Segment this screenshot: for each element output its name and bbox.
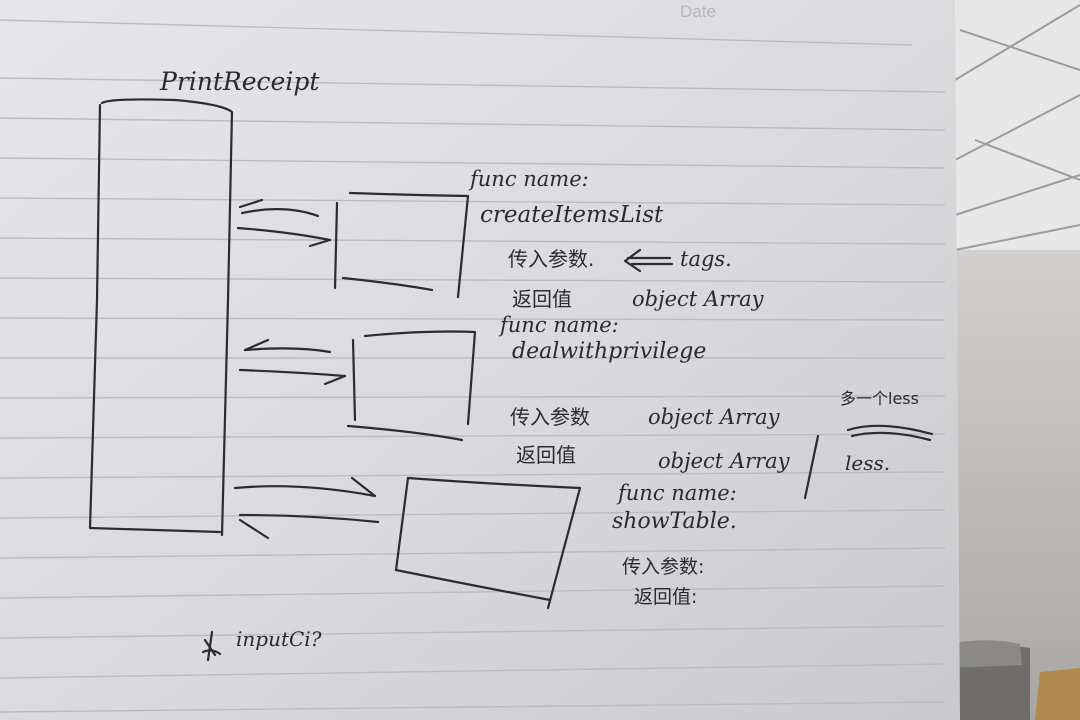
scribble-mark xyxy=(201,630,222,662)
func3-params-label: 传入参数: xyxy=(622,556,704,578)
func3-name-heading: func name: xyxy=(616,481,737,505)
function-2-notes: func name: dealwithprivilege 传入参数 object… xyxy=(498,313,934,500)
func2-side-note-top: 多一个less xyxy=(840,389,919,408)
print-receipt-label: PrintReceipt xyxy=(159,67,320,96)
func1-name: createItemsList xyxy=(480,202,664,228)
func1-return-value: object Array xyxy=(632,287,765,311)
function-box-2 xyxy=(238,330,477,442)
func2-params-label: 传入参数 xyxy=(510,405,590,429)
function-1-notes: func name: createItemsList 传入参数. tags. 返… xyxy=(468,167,765,311)
func2-side-note-bottom: less. xyxy=(845,451,890,475)
function-3-notes: func name: showTable. 传入参数: 返回值: xyxy=(612,481,737,608)
func2-return-label: 返回值 xyxy=(516,443,576,467)
ruled-lines xyxy=(0,19,946,713)
strikethrough-scribble xyxy=(846,424,934,442)
func2-return-value: object Array xyxy=(658,449,791,473)
func3-return-label: 返回值: xyxy=(634,586,697,608)
func2-name: dealwithprivilege xyxy=(512,339,706,364)
input-note: inputCi? xyxy=(201,627,322,662)
func1-params-value: tags. xyxy=(680,247,732,271)
func3-name: showTable. xyxy=(612,509,737,534)
func2-name-heading: func name: xyxy=(498,313,619,337)
func1-name-heading: func name: xyxy=(468,167,589,191)
function-box-3 xyxy=(233,476,582,610)
func2-params-value: object Array xyxy=(648,405,781,429)
date-label: Date xyxy=(680,2,716,21)
notebook-page xyxy=(0,0,960,720)
print-receipt-sketch: PrintReceipt xyxy=(88,67,320,537)
double-arrow-left xyxy=(623,248,674,273)
func1-return-label: 返回值 xyxy=(512,287,572,311)
func1-params-label: 传入参数. xyxy=(508,247,594,271)
bracket-stroke xyxy=(803,434,820,500)
function-box-1 xyxy=(236,191,470,299)
input-note-text: inputCi? xyxy=(236,627,322,651)
